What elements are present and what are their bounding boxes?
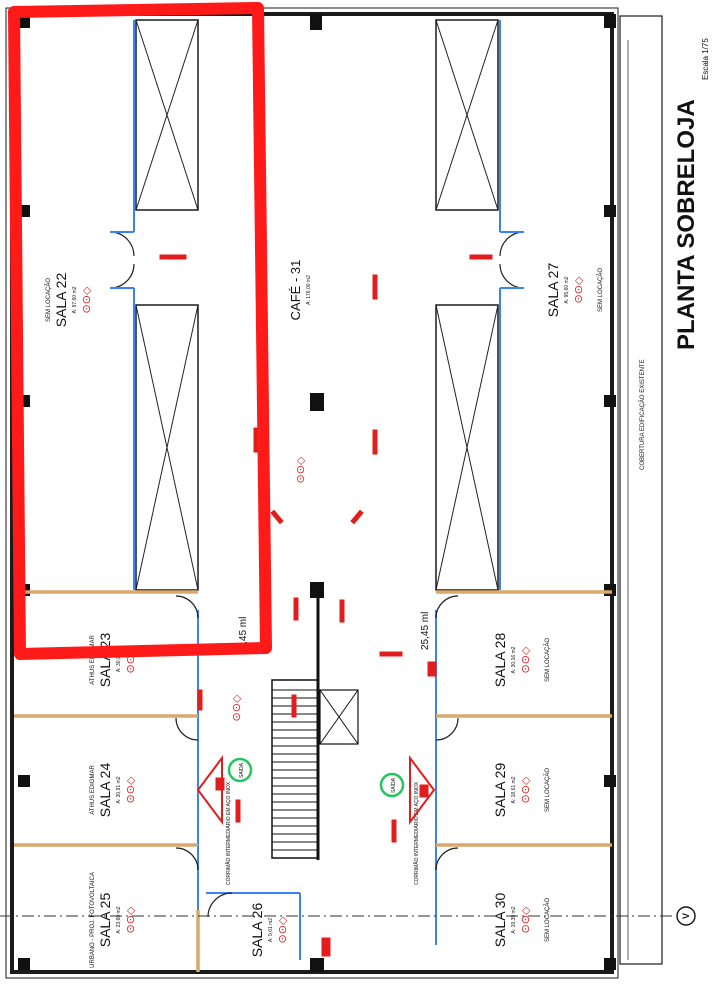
fire-marker-symbols: ⊙⊙◇ — [520, 906, 532, 933]
room-area: A: 30,91 m2 — [116, 776, 122, 803]
room-name: SALA 26 — [249, 903, 265, 958]
room-area: A: 97,60 m2 — [72, 286, 78, 313]
room-use: SEM LOCAÇÃO — [597, 268, 604, 312]
glass-partitions — [133, 20, 501, 960]
room-area: A: 30,9 m2 — [116, 648, 122, 672]
room-use: ATHUS EDIGMAR — [90, 635, 96, 685]
room-name: SALA 27 — [545, 263, 561, 318]
fire-marker-symbols: ⊙⊙◇ — [231, 694, 243, 721]
room-area: A: 23,60 m2 — [116, 906, 122, 933]
room-partitions — [14, 590, 612, 972]
fire-marker-symbols: ⊙⊙◇ — [81, 286, 93, 313]
exit-signs: SAÍDA SAÍDA — [227, 757, 405, 798]
room-name: SALA 29 — [492, 763, 508, 818]
fire-marker-symbols: ⊙⊙◇ — [125, 776, 137, 803]
room-use: SEM LOCAÇÃO — [45, 278, 52, 322]
room-use: SEM LOCAÇÃO — [544, 898, 551, 942]
existing-roof-note: COBERTURA EDIFICAÇÃO EXISTENTE — [639, 359, 646, 470]
room-area: A: 18,61 m2 — [511, 776, 517, 803]
room-name: SALA 30 — [492, 893, 508, 948]
evacuation-arrows — [159, 254, 493, 957]
fire-marker-symbols: ⊙⊙◇ — [295, 456, 307, 483]
highlight-rectangle — [8, 2, 272, 660]
room-name: SALA 25 — [97, 893, 113, 948]
fire-marker-symbols: ⊙⊙◇ — [520, 646, 532, 673]
fire-marker-symbols: ⊙⊙◇ — [125, 906, 137, 933]
fire-marker-symbols: ⊙⊙◇ — [277, 916, 289, 943]
fire-marker-group: ⊙⊙◇ ⊙⊙◇ — [231, 456, 307, 721]
doors — [109, 231, 525, 918]
section-line: V — [0, 906, 696, 926]
room-name: SALA 24 — [97, 763, 113, 818]
section-mark: V — [681, 913, 691, 919]
room-use: ATHUS EDIGMAR — [90, 765, 96, 815]
left-corridor-dimension: 25,45 ml — [238, 617, 249, 655]
drawing-scale: Escala 1/75 — [701, 38, 710, 80]
outer-walls — [5, 7, 663, 979]
room-name: SALA 22 — [53, 273, 69, 328]
structural-columns — [18, 14, 616, 972]
exit-sign-right: SAÍDA — [390, 777, 397, 793]
stair-note-left: CORRIMÃO INTERMEDIÁRIO EM AÇO INOX — [225, 781, 232, 885]
room-use: SEM LOCAÇÃO — [544, 638, 551, 682]
right-corridor-dimension: 25,45 ml — [420, 612, 431, 650]
room-area: A: 176,00 m2 — [306, 275, 312, 305]
room-name: CAFÉ - 31 — [288, 260, 303, 321]
drawing-title: PLANTA SOBRELOJA — [673, 99, 700, 350]
room-name: SALA 28 — [492, 633, 508, 688]
atrium-voids — [135, 19, 499, 591]
stair-note-right: CORRIMÃO INTERMEDIÁRIO EM AÇO INOX — [413, 781, 420, 885]
room-area: A: 19,39 m2 — [511, 906, 517, 933]
exit-sign-left: SAÍDA — [238, 762, 245, 778]
room-use: SEM LOCAÇÃO — [544, 768, 551, 812]
fire-marker-symbols: ⊙⊙◇ — [573, 276, 585, 303]
room-area: A: 9,61 m2 — [268, 918, 274, 942]
room-area: A: 30,16 m2 — [511, 646, 517, 673]
hazard-triangles — [196, 755, 436, 825]
fire-marker-symbols: ⊙⊙◇ — [520, 776, 532, 803]
room-name: SALA 23 — [97, 633, 113, 688]
room-area: A: 95,60 m2 — [564, 276, 570, 303]
room-use: URBANO - PROJ. FOTOVOLTAICA — [90, 872, 96, 968]
staircase — [271, 592, 359, 860]
